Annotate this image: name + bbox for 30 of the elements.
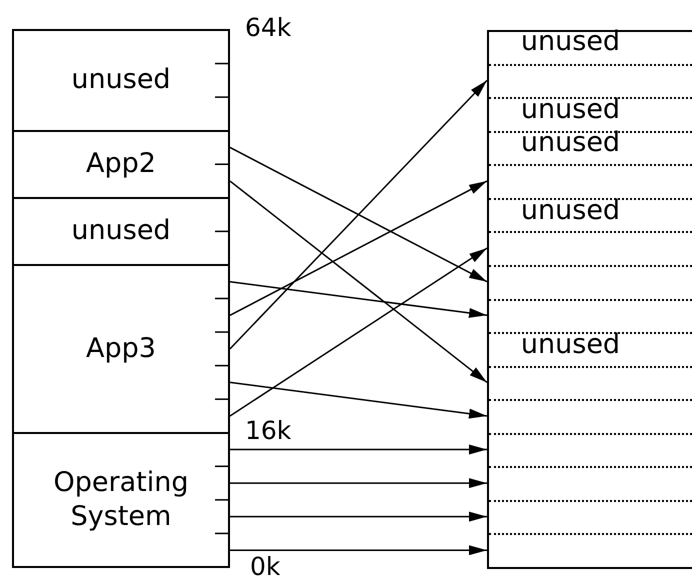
frame-label: unused [520, 328, 620, 362]
address-label: 16k [245, 417, 292, 445]
arrow [230, 512, 487, 522]
segment-label: App2 [86, 147, 156, 182]
arrow [230, 545, 487, 556]
memory-segment [12, 264, 230, 434]
physical-memory-column [487, 30, 692, 569]
arrow [230, 146, 488, 282]
memory-segment [12, 196, 230, 266]
memory-segment [12, 29, 230, 132]
arrow [229, 80, 488, 350]
segment-label: unused [71, 63, 171, 98]
frame-label: unused [520, 24, 620, 59]
segment-label: App3 [86, 332, 156, 366]
frame-label: unused [520, 194, 620, 228]
frame-label: unused [520, 92, 620, 127]
memory-segment [12, 130, 230, 199]
arrow [230, 280, 488, 318]
segment-label: unused [71, 214, 171, 248]
arrow [230, 478, 487, 488]
address-label: 0k [250, 553, 280, 577]
frame-label: unused [520, 126, 620, 160]
segment-label: Operating System [52, 466, 190, 534]
memory-segment [12, 432, 230, 568]
address-label: 64k [245, 14, 292, 42]
arrow [230, 382, 488, 419]
arrow [230, 180, 488, 316]
arrow [230, 180, 488, 383]
arrow [230, 248, 488, 417]
arrow [230, 444, 487, 455]
